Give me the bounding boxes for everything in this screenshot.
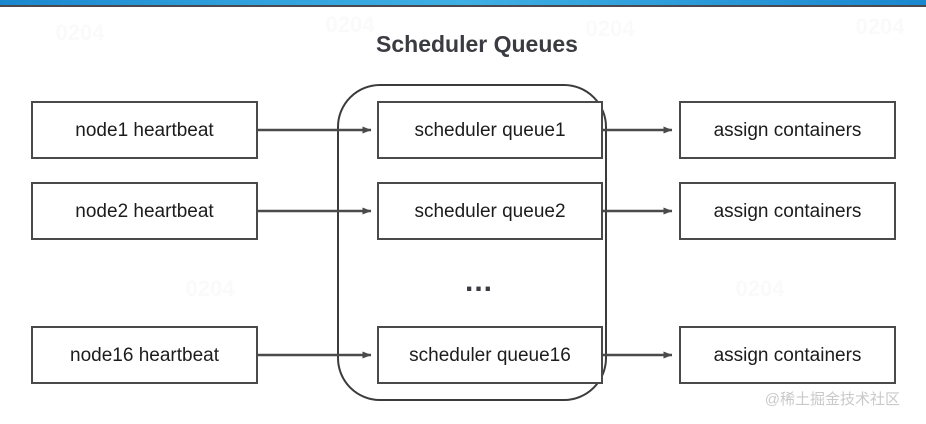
queue-group-container: [337, 84, 607, 401]
scheduler-queue-1: scheduler queue1: [377, 101, 603, 159]
sink-label: assign containers: [714, 345, 862, 366]
queue-label: scheduler queue2: [414, 201, 565, 222]
queue-box: [377, 326, 603, 384]
queue-box: [377, 182, 603, 240]
bg-watermark-mark: 0204: [186, 276, 236, 301]
site-watermark: @稀土掘金技术社区: [765, 391, 900, 408]
assign-containers-16: assign containers: [679, 326, 896, 384]
source-node-1: node1 heartbeat: [31, 101, 258, 159]
assign-containers-1: assign containers: [679, 101, 896, 159]
sink-box: [679, 101, 896, 159]
sink-label: assign containers: [714, 120, 862, 141]
queue-label: scheduler queue1: [414, 120, 565, 141]
page-title: Scheduler Queues: [376, 31, 578, 57]
queue-label: scheduler queue16: [409, 345, 571, 366]
sink-box: [679, 182, 896, 240]
source-label: node16 heartbeat: [70, 345, 220, 366]
bg-watermark-mark: 0204: [856, 14, 906, 39]
bg-watermark-mark: 0204: [56, 20, 106, 45]
sink-box: [679, 326, 896, 384]
source-label: node1 heartbeat: [75, 120, 214, 141]
assign-containers-2: assign containers: [679, 182, 896, 240]
queue-box: [377, 101, 603, 159]
sink-label: assign containers: [714, 201, 862, 222]
source-box: [31, 326, 258, 384]
scheduler-queue-16: scheduler queue16: [377, 326, 603, 384]
source-node-2: node2 heartbeat: [31, 182, 258, 240]
source-label: node2 heartbeat: [75, 201, 214, 222]
scheduler-queue-2: scheduler queue2: [377, 182, 603, 240]
background-watermarks: 0204 0204 0204 0204 0204 0204: [56, 12, 906, 301]
ellipsis-indicator: ...: [465, 265, 493, 298]
bg-watermark-mark: 0204: [326, 12, 376, 37]
top-accent-bar: [0, 0, 926, 7]
bg-watermark-mark: 0204: [586, 16, 636, 41]
source-box: [31, 101, 258, 159]
source-node-16: node16 heartbeat: [31, 326, 258, 384]
bg-watermark-mark: 0204: [736, 276, 786, 301]
source-box: [31, 182, 258, 240]
